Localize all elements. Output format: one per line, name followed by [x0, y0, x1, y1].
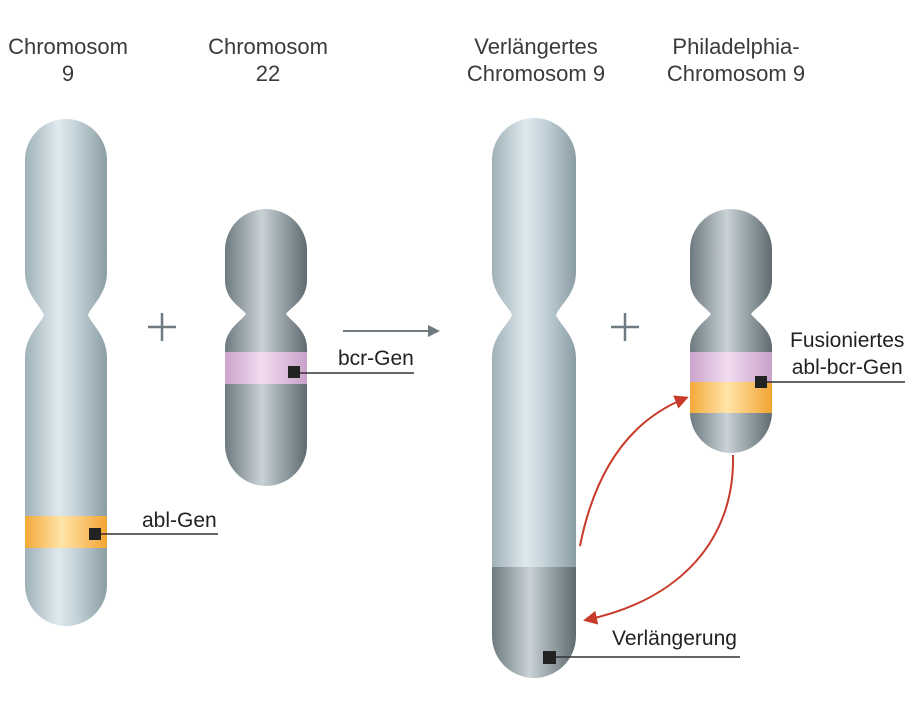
extended-chromosome-9 — [492, 118, 740, 678]
title-philadelphia-chromosome-line2: Chromosom 9 — [666, 61, 806, 86]
extended-chromosome-9-lower-arm — [492, 315, 576, 567]
chromosome-22 — [225, 209, 414, 486]
title-chromosome-9-line2: 9 — [61, 61, 75, 86]
chromosome-22-lower-arm — [225, 314, 307, 486]
philadelphia-chromosome-fusion-marker — [755, 376, 767, 388]
extended-chromosome-9-bcr-marker — [543, 651, 556, 664]
philadelphia-chromosome — [690, 209, 905, 453]
red-arrow-to-philadelphia — [579, 395, 689, 547]
title-extended-chromosome-9-line2: Chromosom 9 — [466, 61, 606, 86]
title-chromosome-9: Chromosom 9 — [0, 33, 153, 87]
chromosome-9-lower-arm — [25, 315, 107, 626]
philadelphia-chromosome-upper-arm — [690, 209, 772, 314]
chromosome-9 — [25, 119, 218, 626]
title-extended-chromosome-9-line1: Verlängertes — [474, 34, 598, 59]
title-philadelphia-chromosome: Philadelphia- Chromosom 9 — [651, 33, 821, 87]
extension-label: Verlängerung — [612, 627, 737, 650]
title-extended-chromosome-9: Verlängertes Chromosom 9 — [451, 33, 621, 87]
title-chromosome-22-line2: 22 — [255, 61, 281, 86]
red-arrow-to-extended — [583, 454, 735, 625]
bcr-gene-label: bcr-Gen — [338, 347, 414, 370]
plus-sign-left — [148, 313, 176, 341]
chromosome-22-bcr-marker — [288, 366, 300, 378]
title-chromosome-22-line1: Chromosom — [208, 34, 328, 59]
title-chromosome-22: Chromosom 22 — [183, 33, 353, 87]
chromosome-9-abl-marker — [89, 528, 101, 540]
title-chromosome-9-line1: Chromosom — [8, 34, 128, 59]
abl-gene-label: abl-Gen — [142, 509, 217, 532]
title-philadelphia-chromosome-line1: Philadelphia- — [672, 34, 800, 59]
chromosome-9-upper-arm — [25, 119, 107, 315]
fusion-gene-label-line2: abl-bcr-Gen — [791, 356, 903, 379]
chromosome-22-upper-arm — [225, 209, 307, 314]
plus-sign-right — [611, 313, 639, 341]
extended-chromosome-9-upper-arm — [492, 118, 576, 315]
extended-chromosome-9-extension-segment — [492, 567, 576, 678]
fusion-gene-label: Fusioniertes abl-bcr-Gen — [790, 327, 904, 381]
fusion-gene-label-line1: Fusioniertes — [790, 329, 905, 352]
